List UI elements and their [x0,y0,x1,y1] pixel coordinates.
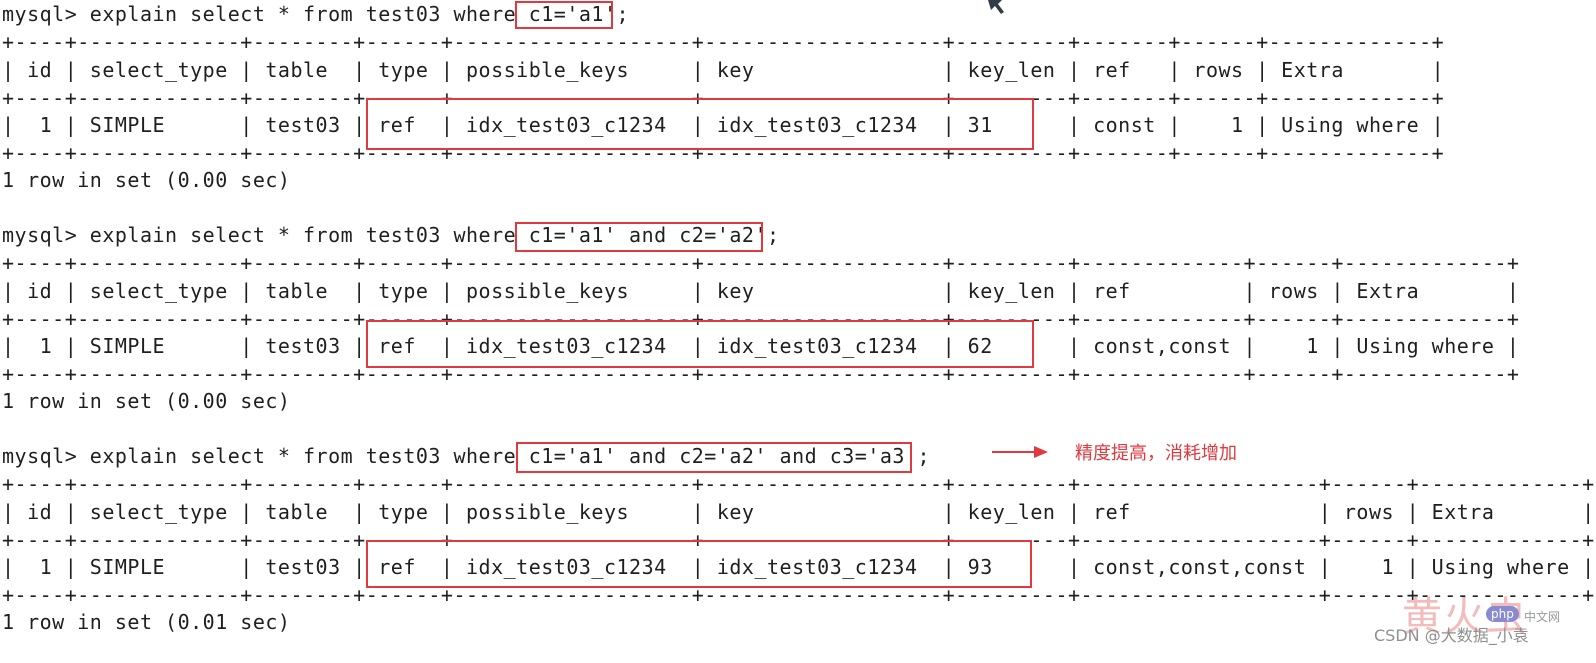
result-line-3: 1 row in set (0.01 sec) [2,610,291,634]
highlight-key-columns-1 [366,98,1034,150]
table-row-3: | 1 | SIMPLE | test03 | ref | idx_test03… [2,555,1595,579]
table-header-3: | id | select_type | table | type | poss… [2,500,1595,524]
watermark-php-badge: php [1486,606,1519,622]
command-line-2: mysql> explain select * from test03 wher… [2,223,780,247]
table-border-bottom-1: +----+-------------+--------+------+----… [2,141,1445,165]
annotation-label: 精度提高，消耗增加 [1075,443,1237,464]
mouse-cursor-icon [988,0,1004,14]
watermark-site: 中文网 [1524,610,1561,624]
result-line-2: 1 row in set (0.00 sec) [2,389,291,413]
table-row-2: | 1 | SIMPLE | test03 | ref | idx_test03… [2,334,1520,358]
highlight-key-columns-3 [366,540,1032,588]
highlight-where-clause-2 [515,222,763,252]
table-border-mid-2: +----+-------------+--------+------+----… [2,307,1520,331]
watermark-csdn: CSDN @大数据_小袁 [1374,626,1529,645]
table-border-top-1: +----+-------------+--------+------+----… [2,30,1445,54]
table-border-top-2: +----+-------------+--------+------+----… [2,251,1520,275]
table-header-2: | id | select_type | table | type | poss… [2,279,1520,303]
arrow-icon [992,446,1048,458]
result-line-1: 1 row in set (0.00 sec) [2,168,291,192]
table-row-1: | 1 | SIMPLE | test03 | ref | idx_test03… [2,113,1445,137]
highlight-where-clause-1 [515,1,613,29]
table-header-1: | id | select_type | table | type | poss… [2,58,1445,82]
table-border-top-3: +----+-------------+--------+------+----… [2,472,1595,496]
highlight-where-clause-3 [516,442,912,473]
command-line-3: mysql> explain select * from test03 wher… [2,444,931,468]
highlight-key-columns-2 [366,320,1034,368]
